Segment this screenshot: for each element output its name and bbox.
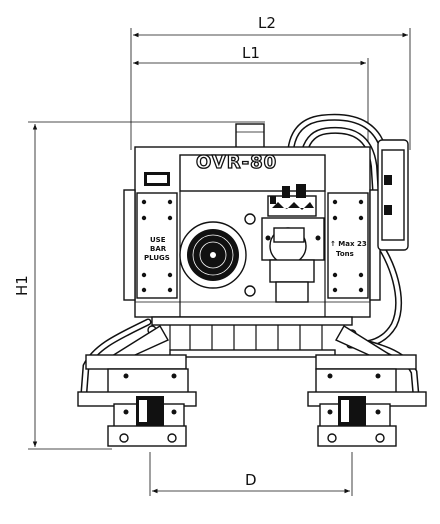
right-clamp xyxy=(307,354,427,447)
valve-manifold xyxy=(267,184,317,217)
left-clamp xyxy=(77,354,197,447)
right-panel-text-max: ↑ Max 23 xyxy=(330,240,367,248)
right-side-panel xyxy=(327,192,369,299)
dimension-l2-label: L2 xyxy=(258,14,276,32)
side-motor xyxy=(377,139,409,251)
left-panel-text-plugs: PLUGS xyxy=(144,254,170,262)
dimension-l2: L2 xyxy=(130,14,411,150)
dimension-h1-label: H1 xyxy=(13,275,31,296)
right-panel-bolts xyxy=(332,199,364,293)
left-panel-text-bar: BAR xyxy=(150,245,167,253)
small-port-top xyxy=(244,213,256,225)
small-port-bottom xyxy=(244,285,256,297)
left-side-panel xyxy=(136,192,178,299)
lower-frame xyxy=(110,316,394,361)
brand-lettering: OVR-80 xyxy=(196,152,277,173)
right-panel-text-tons: Tons xyxy=(336,250,354,258)
dimension-l1: L1 xyxy=(133,44,369,150)
rotor-disc xyxy=(179,221,247,289)
dimension-d: D xyxy=(149,452,353,496)
manifold-logo-text: OVR xyxy=(281,207,300,216)
dimension-d-label: D xyxy=(245,471,257,489)
dimension-h1: H1 xyxy=(13,121,265,450)
dimension-l1-label: L1 xyxy=(242,44,260,62)
left-panel-bolts xyxy=(141,199,173,293)
gearbox-assembly xyxy=(261,217,325,303)
left-panel-text-use: USE xyxy=(150,236,166,244)
